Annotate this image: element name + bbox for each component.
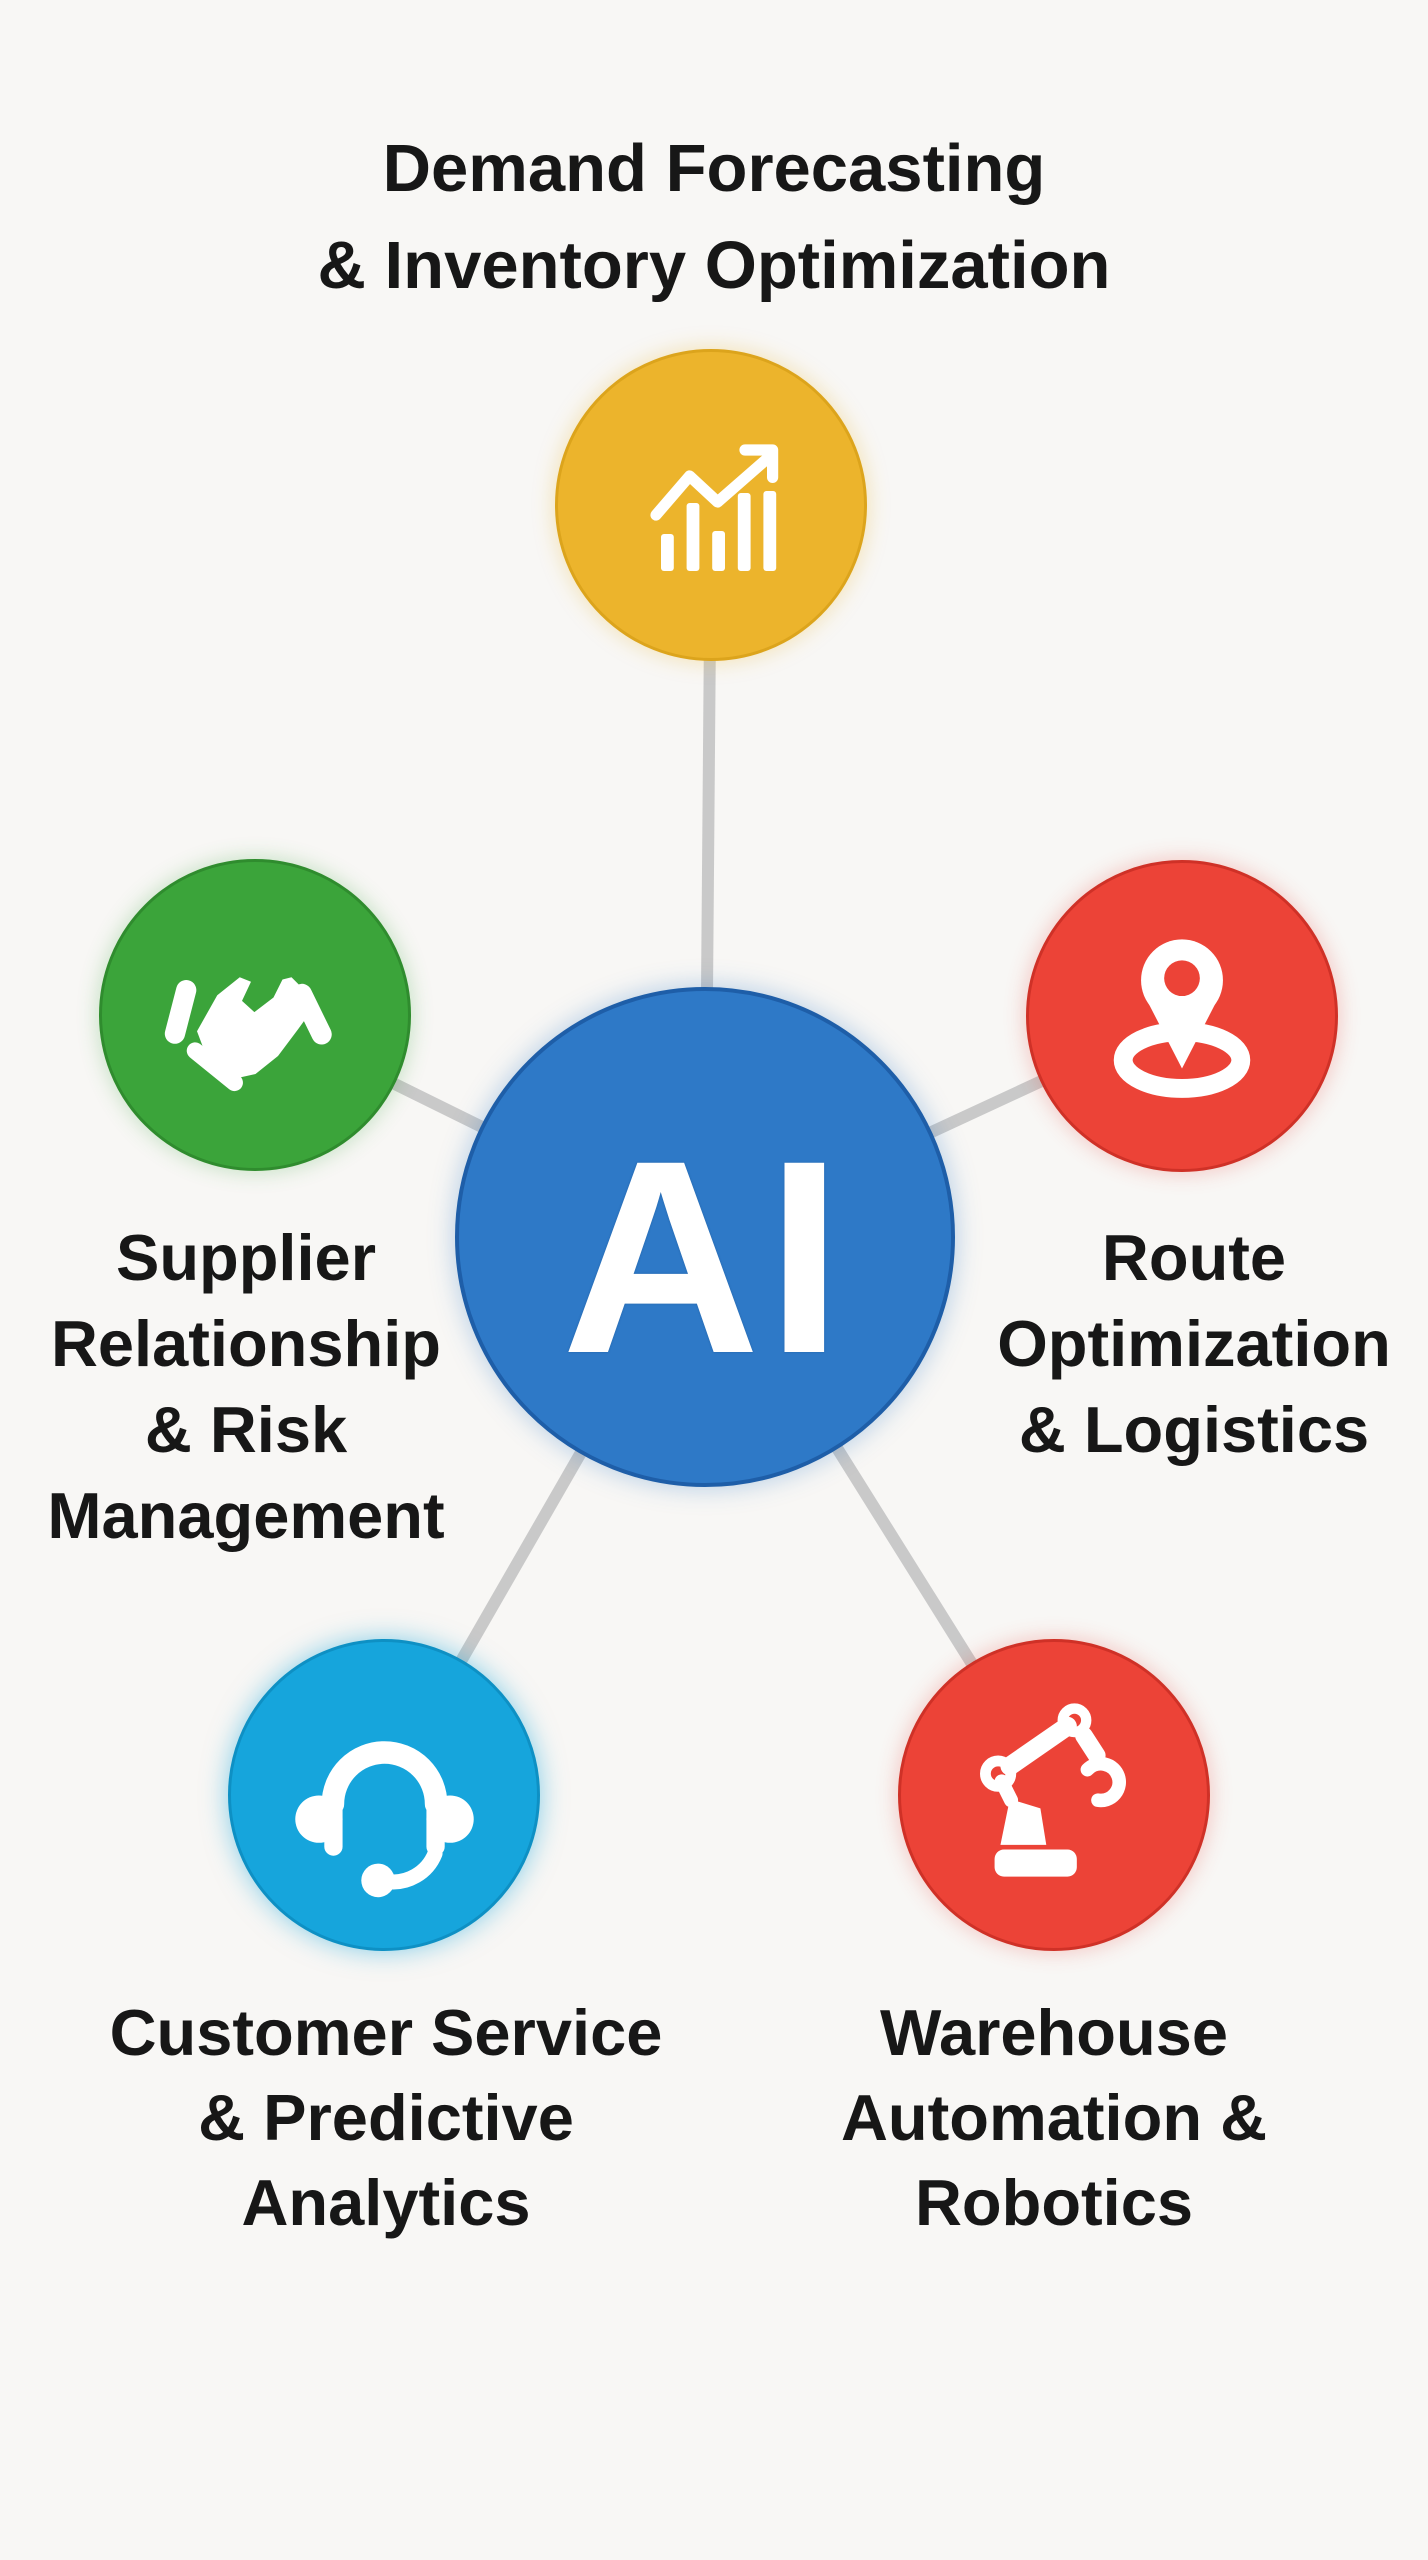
center-ai-circle: AI	[455, 987, 955, 1487]
label-route-optimization: Route Optimization & Logistics	[934, 1215, 1428, 1473]
label-line: Route	[1101, 1221, 1287, 1294]
robot-arm-icon	[979, 1702, 1126, 1877]
label-supplier-relationship: Supplier Relationship & Risk Management	[0, 1215, 506, 1559]
label-line: Automation &	[840, 2081, 1268, 2154]
label-line: Relationship	[50, 1307, 442, 1380]
label-line: Customer Service	[109, 1996, 663, 2069]
node-demand-forecasting-circle	[555, 349, 867, 661]
label-line: Robotics	[914, 2166, 1194, 2239]
label-line: Optimization	[997, 1307, 1391, 1380]
label-line: Management	[47, 1479, 445, 1552]
node-customer-service-circle	[228, 1639, 540, 1951]
label-line: Warehouse	[880, 1996, 1228, 2069]
node-route-optimization-circle	[1026, 860, 1338, 1172]
headset-icon	[294, 1740, 474, 1897]
label-line: Supplier	[115, 1221, 377, 1294]
location-pin-icon	[1113, 939, 1251, 1098]
label-line: Analytics	[241, 2166, 531, 2239]
label-customer-service: Customer Service & Predictive Analytics	[66, 1990, 706, 2245]
node-supplier-relationship-circle	[99, 859, 411, 1171]
node-warehouse-automation-circle	[898, 1639, 1210, 1951]
label-warehouse-automation: Warehouse Automation & Robotics	[734, 1990, 1374, 2245]
label-line: & Logistics	[1018, 1393, 1370, 1466]
label-line: & Predictive	[198, 2081, 574, 2154]
center-ai-label: AI	[561, 1103, 849, 1411]
label-line: & Risk	[144, 1393, 348, 1466]
label-demand-forecasting: Demand Forecasting & Inventory Optimizat…	[0, 120, 1428, 314]
label-line: & Inventory Optimization	[317, 228, 1111, 303]
bar-chart-trend-icon	[650, 444, 779, 571]
handshake-icon	[164, 976, 332, 1091]
label-line: Demand Forecasting	[382, 131, 1046, 206]
